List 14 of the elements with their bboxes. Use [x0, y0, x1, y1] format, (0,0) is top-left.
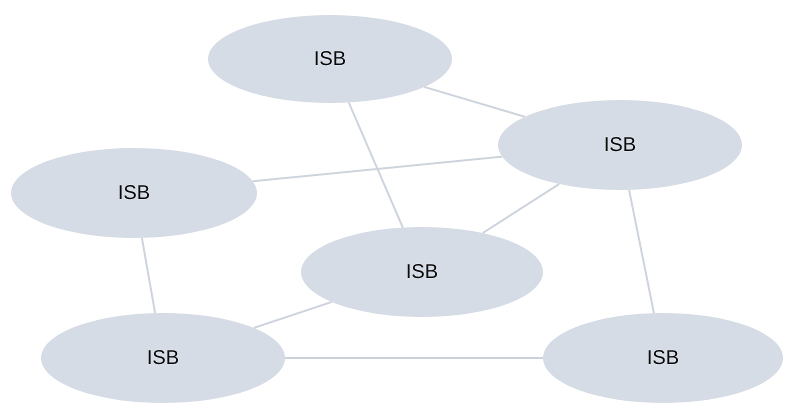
connector-line [140, 238, 156, 314]
node-label: ISB [604, 134, 636, 156]
node-label: ISB [146, 346, 180, 370]
connector-line [285, 357, 543, 359]
node-label: ISB [314, 48, 346, 70]
connector-line [628, 190, 655, 314]
node-label: ISB [406, 260, 438, 284]
connector-line [482, 183, 560, 234]
connector-line [252, 156, 502, 182]
node-label: ISB [646, 346, 680, 370]
connector-line [253, 301, 332, 329]
connector-line [424, 86, 526, 118]
connector-line [348, 102, 404, 228]
node-label: ISB [118, 182, 150, 204]
